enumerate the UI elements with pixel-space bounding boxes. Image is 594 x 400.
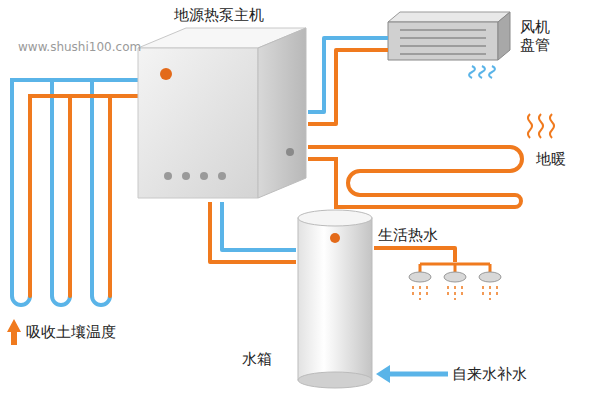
heat-pump-unit	[138, 28, 306, 198]
fan-coil-node: 风机盘管	[388, 8, 568, 74]
pipe-connector	[210, 202, 296, 262]
floor-heating-coil	[330, 147, 522, 207]
shower-heads	[409, 264, 501, 300]
pipe-line	[222, 202, 296, 250]
pipe-line	[308, 145, 330, 149]
pipe-line	[308, 50, 388, 124]
heat-waves	[528, 114, 554, 138]
pipe-connector	[374, 248, 455, 262]
air-flow-waves	[469, 66, 495, 78]
pipe-line	[210, 202, 296, 262]
pipe-line	[374, 248, 455, 262]
water-tank	[298, 210, 372, 388]
heat-pump-node: 地源热泵主机	[130, 4, 308, 202]
node-text: 生活热水	[378, 226, 438, 244]
pipe-connector	[308, 147, 330, 159]
up-arrow	[7, 319, 21, 345]
fan-coil-unit	[388, 12, 510, 60]
node-text: 风机盘管	[520, 18, 552, 54]
tap-water-arrow	[376, 365, 448, 383]
tap-water-label: 自来水补水	[452, 365, 527, 383]
floor-heating-node: 地暖	[330, 130, 570, 210]
watermark: www.shushi100.com	[18, 40, 141, 54]
pipe-connector	[308, 38, 388, 124]
ground-label: 吸收土壤温度	[26, 323, 116, 341]
shower-node: 生活热水	[400, 262, 510, 326]
water-tank-node: 水箱	[296, 210, 374, 390]
pipe-line	[308, 157, 330, 161]
ground-loops	[12, 80, 138, 305]
node-text: 地暖	[536, 150, 566, 168]
node-text: 水箱	[242, 350, 272, 368]
node-text: 地源热泵主机	[174, 6, 264, 24]
